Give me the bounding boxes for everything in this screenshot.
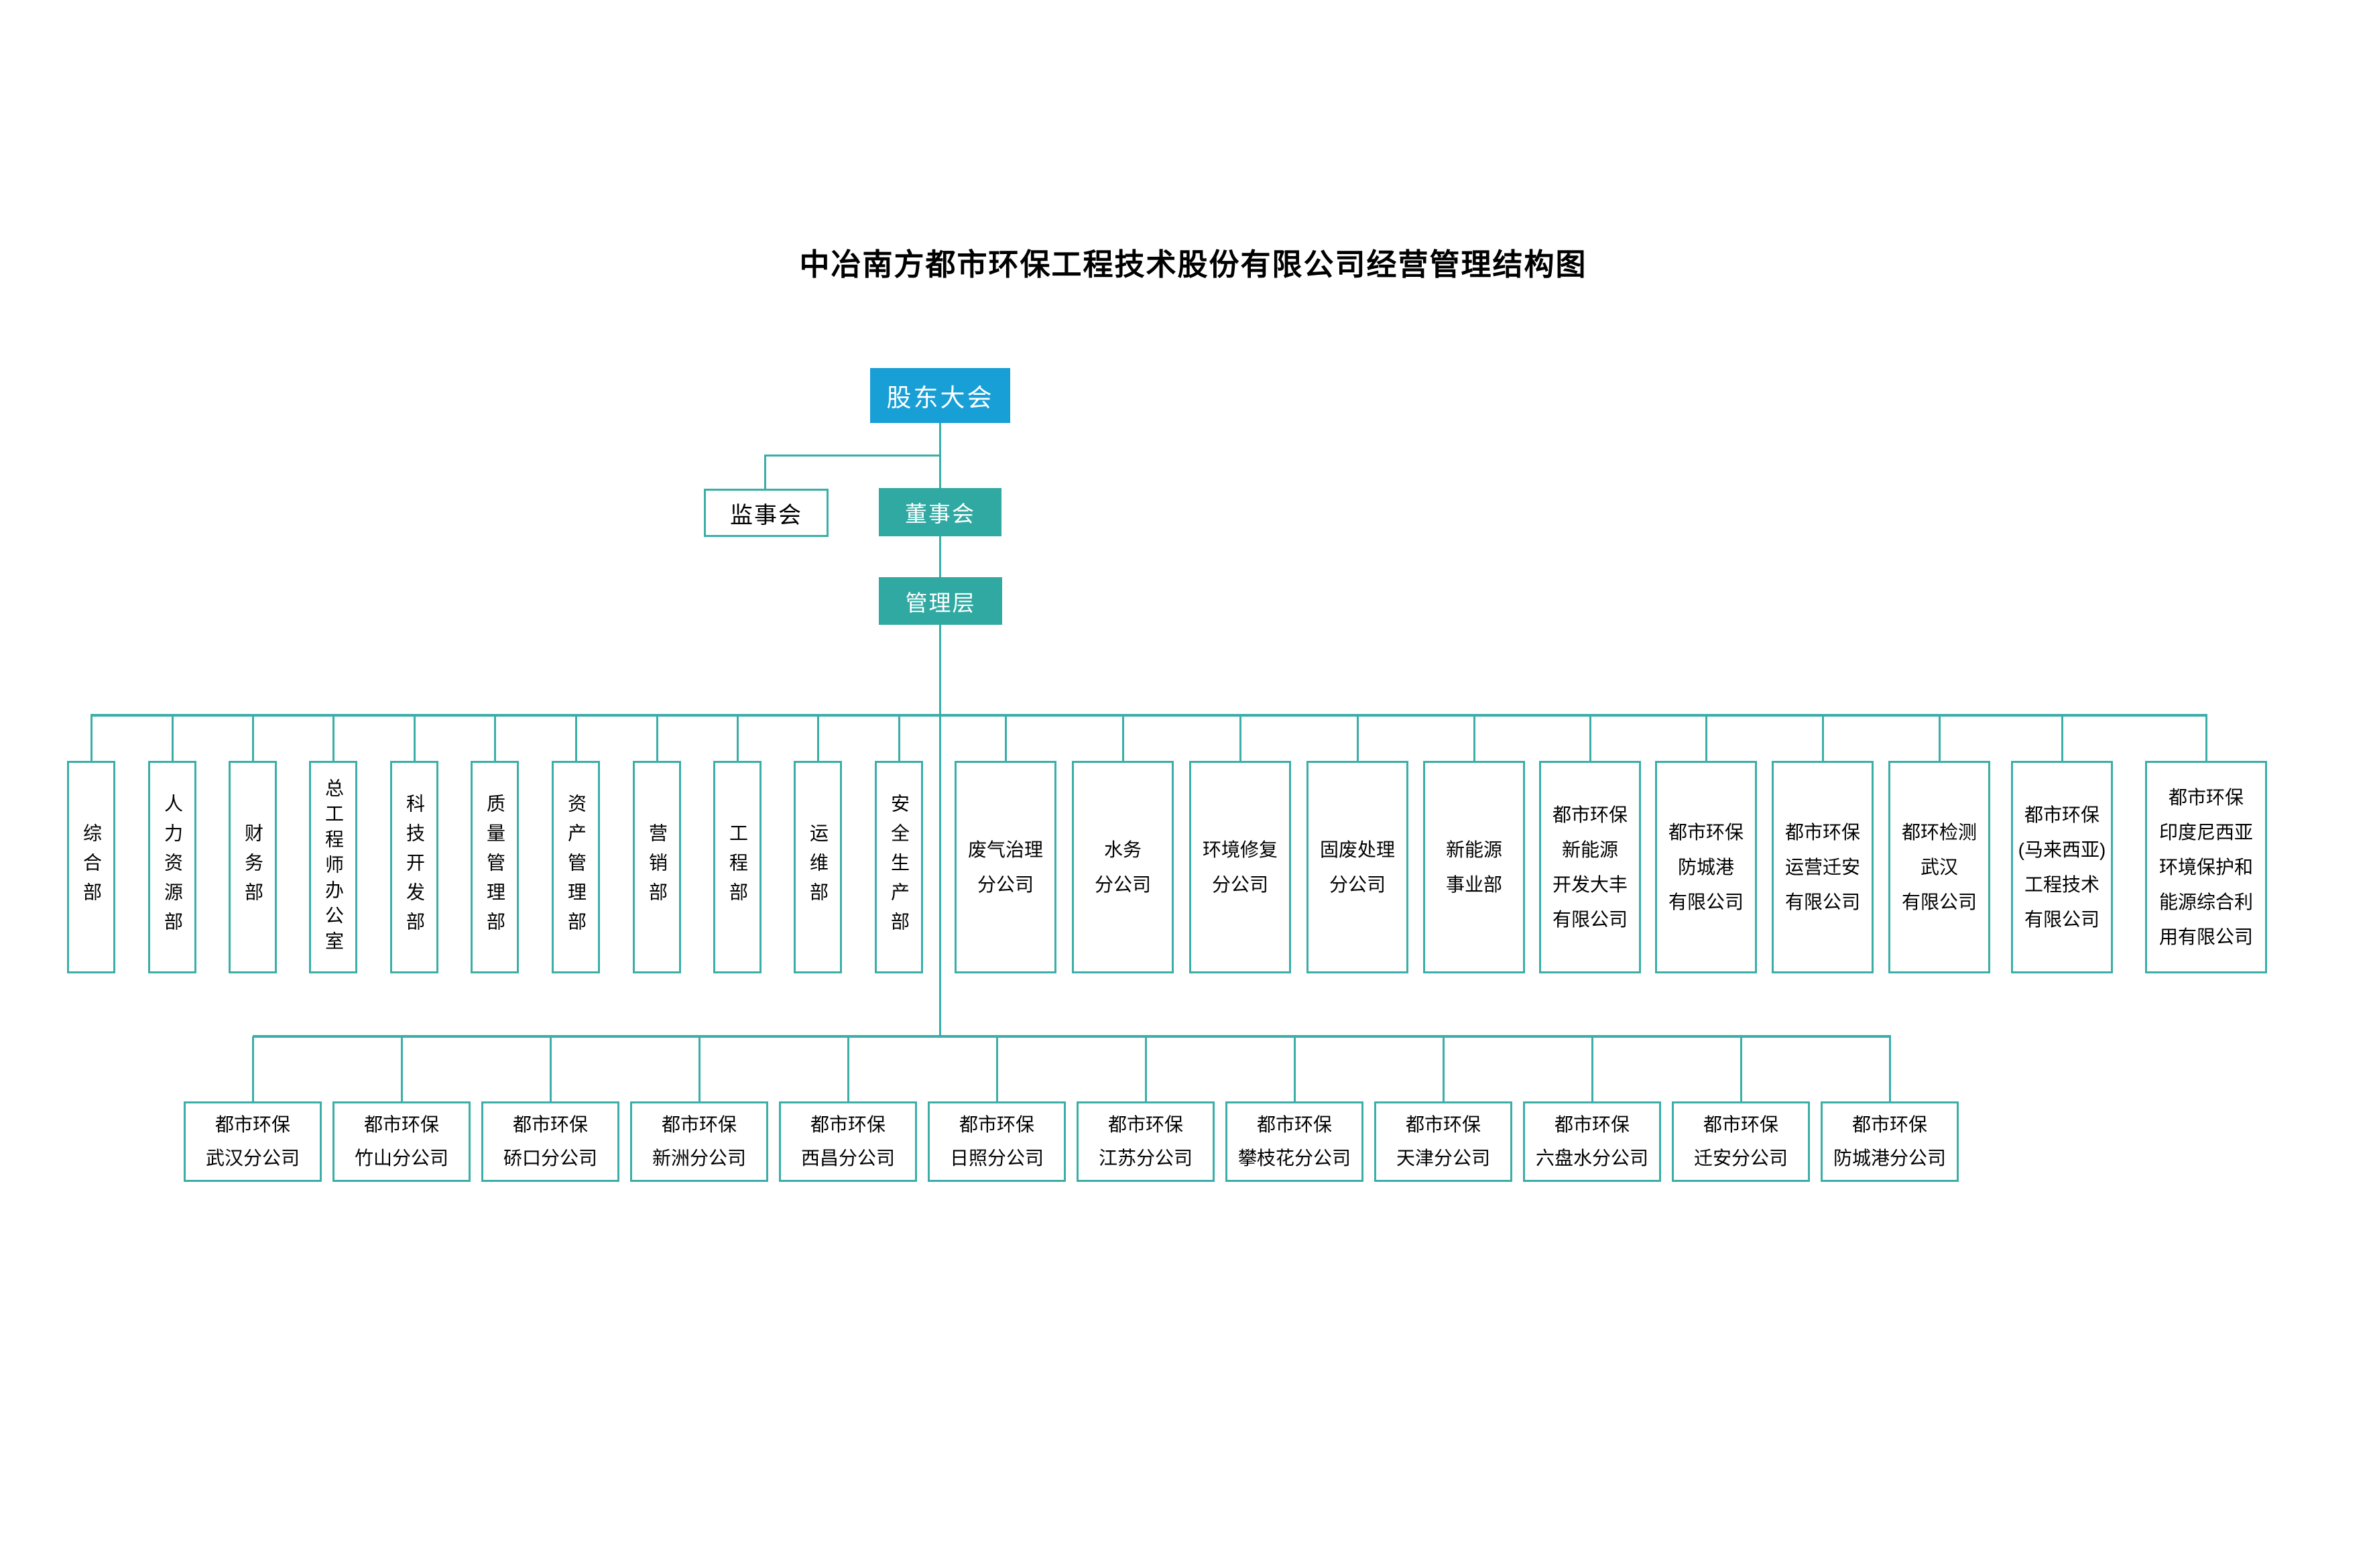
connector-stub-sub-8 bbox=[1822, 715, 1824, 761]
dept-safety-production: 安全生产部 bbox=[875, 761, 923, 973]
sub-waste-gas-treatment: 废气治理 分公司 bbox=[955, 761, 1056, 973]
branch-zhushan: 都市环保 竹山分公司 bbox=[332, 1101, 471, 1182]
node-board-of-directors: 董事会 bbox=[879, 488, 1001, 536]
dept-tech-development: 科技开发部 bbox=[390, 761, 438, 973]
sub-environmental-remediation: 环境修复 分公司 bbox=[1189, 761, 1291, 973]
branch-liupanshui: 都市环保 六盘水分公司 bbox=[1523, 1101, 1661, 1182]
connector-rail-branches bbox=[253, 1035, 1891, 1038]
connector-stub-branch-6 bbox=[996, 1036, 998, 1101]
connector-stub-branch-5 bbox=[847, 1036, 849, 1101]
node-supervisory-board: 监事会 bbox=[704, 489, 829, 537]
connector-stub-sub-4 bbox=[1357, 715, 1359, 761]
branch-rizhao: 都市环保 日照分公司 bbox=[928, 1101, 1066, 1182]
connector-stub-branch-2 bbox=[401, 1036, 403, 1101]
connector-stub-sub-5 bbox=[1473, 715, 1475, 761]
connector-stub-branch-1 bbox=[252, 1036, 254, 1101]
sub-fangchenggang-co: 都市环保 防城港 有限公司 bbox=[1655, 761, 1757, 973]
connector-stub-sub-3 bbox=[1239, 715, 1241, 761]
branch-panzhihua: 都市环保 攀枝花分公司 bbox=[1225, 1101, 1363, 1182]
connector-rail-departments bbox=[90, 714, 2207, 717]
connector-stub-dept-10 bbox=[817, 715, 819, 762]
branch-xichang: 都市环保 西昌分公司 bbox=[779, 1101, 917, 1182]
branch-qiaokou: 都市环保 硚口分公司 bbox=[481, 1101, 619, 1182]
connector-stub-sub-9 bbox=[1939, 715, 1941, 761]
branch-fangchenggang: 都市环保 防城港分公司 bbox=[1821, 1101, 1959, 1182]
branch-tianjin: 都市环保 天津分公司 bbox=[1374, 1101, 1512, 1182]
connector-stub-dept-5 bbox=[414, 715, 416, 762]
sub-new-energy-dafeng-co: 都市环保 新能源 开发大丰 有限公司 bbox=[1539, 761, 1641, 973]
connector-stub-dept-4 bbox=[332, 715, 334, 762]
connector-stub-branch-8 bbox=[1294, 1036, 1296, 1101]
connector-stub-branch-11 bbox=[1740, 1036, 1742, 1101]
connector-stub-dept-9 bbox=[737, 715, 739, 762]
connector-stub-sub-6 bbox=[1589, 715, 1591, 761]
branch-xinzhou: 都市环保 新洲分公司 bbox=[630, 1101, 768, 1182]
connector-stub-sub-7 bbox=[1705, 715, 1707, 761]
connector-stub-branch-4 bbox=[698, 1036, 701, 1101]
connector-stub-sub-11 bbox=[2205, 715, 2207, 761]
connector-stub-sub-2 bbox=[1122, 715, 1124, 761]
connector-stub-branch-9 bbox=[1443, 1036, 1445, 1101]
dept-marketing: 营销部 bbox=[633, 761, 681, 973]
branch-jiangsu: 都市环保 江苏分公司 bbox=[1077, 1101, 1215, 1182]
sub-solid-waste-treatment: 固废处理 分公司 bbox=[1306, 761, 1408, 973]
dept-human-resources: 人力资源部 bbox=[148, 761, 196, 973]
branch-wuhan: 都市环保 武汉分公司 bbox=[184, 1101, 322, 1182]
sub-water-affairs: 水务 分公司 bbox=[1072, 761, 1174, 973]
connector-stub-dept-3 bbox=[252, 715, 254, 762]
connector-stub-dept-11 bbox=[898, 715, 900, 762]
dept-chief-engineer-office: 总工程师办公室 bbox=[309, 761, 357, 973]
dept-finance: 财务部 bbox=[229, 761, 277, 973]
sub-malaysia-co: 都市环保 (马来西亚) 工程技术 有限公司 bbox=[2011, 761, 2113, 973]
dept-general-office: 综合部 bbox=[67, 761, 115, 973]
connector-board-to-management bbox=[939, 536, 941, 577]
sub-testing-wuhan-co: 都环检测 武汉 有限公司 bbox=[1888, 761, 1990, 973]
connector-stub-dept-2 bbox=[172, 715, 174, 762]
connector-stub-branch-10 bbox=[1591, 1036, 1593, 1101]
sub-new-energy-division: 新能源 事业部 bbox=[1423, 761, 1525, 973]
connector-stub-dept-6 bbox=[494, 715, 496, 762]
connector-stub-branch-7 bbox=[1145, 1036, 1147, 1101]
connector-stub-branch-3 bbox=[550, 1036, 552, 1101]
connector-management-feed bbox=[939, 625, 941, 1036]
connector-stub-dept-8 bbox=[656, 715, 658, 762]
connector-stub-sub-10 bbox=[2061, 715, 2063, 761]
node-shareholders-meeting: 股东大会 bbox=[870, 368, 1010, 423]
node-management: 管理层 bbox=[879, 577, 1002, 625]
connector-stub-dept-1 bbox=[90, 715, 93, 762]
connector-stub-dept-7 bbox=[575, 715, 577, 762]
branch-qianan: 都市环保 迁安分公司 bbox=[1672, 1101, 1810, 1182]
connector-stub-branch-12 bbox=[1889, 1036, 1891, 1101]
dept-quality-management: 质量管理部 bbox=[471, 761, 519, 973]
connector-supervisory-drop bbox=[764, 455, 766, 489]
sub-indonesia-co: 都市环保 印度尼西亚 环境保护和 能源综合利 用有限公司 bbox=[2145, 761, 2267, 973]
connector-supervisory-branch bbox=[764, 455, 940, 457]
sub-operations-qianan-co: 都市环保 运营迁安 有限公司 bbox=[1772, 761, 1874, 973]
dept-asset-management: 资产管理部 bbox=[552, 761, 600, 973]
dept-operations-maintenance: 运维部 bbox=[794, 761, 842, 973]
chart-title: 中冶南方都市环保工程技术股份有限公司经营管理结构图 bbox=[799, 247, 1587, 282]
dept-engineering: 工程部 bbox=[713, 761, 762, 973]
connector-stub-sub-1 bbox=[1005, 715, 1007, 761]
